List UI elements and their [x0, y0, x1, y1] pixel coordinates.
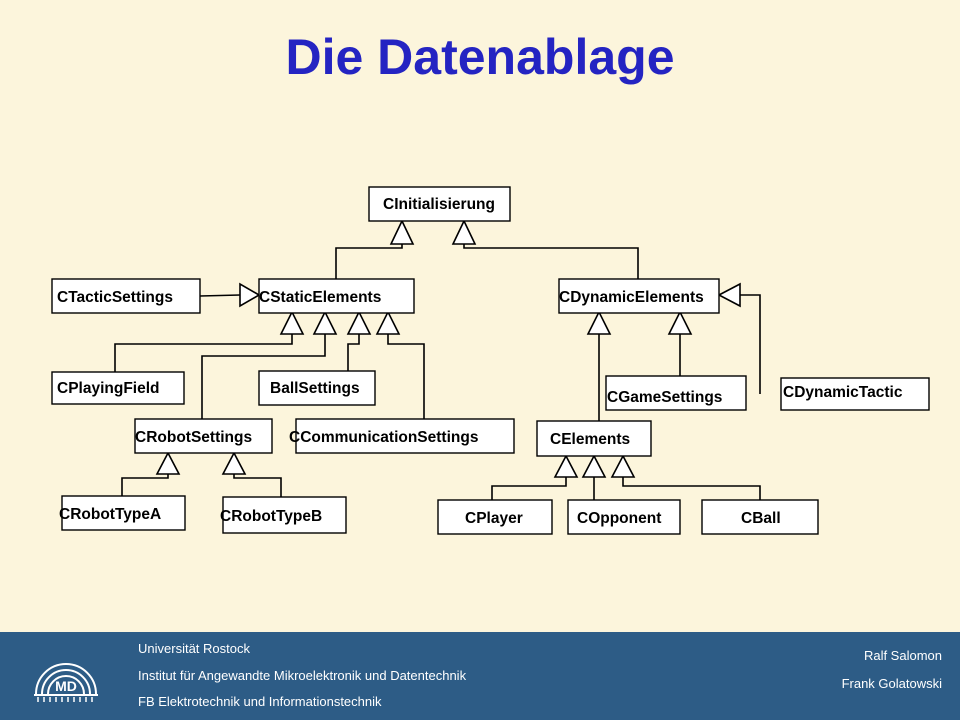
arrow-to-elements-3 [610, 454, 636, 478]
arrow-to-static-left [239, 282, 261, 308]
link-dyntactic-to-dynamic [740, 294, 761, 394]
link-ballsettings-to-static [347, 334, 360, 371]
class-celements: CElements [536, 420, 652, 457]
class-label: CGameSettings [607, 389, 722, 406]
university-logo: MD [34, 663, 98, 702]
class-cball: CBall [701, 499, 819, 535]
class-label: CStaticElements [259, 289, 381, 306]
arrow-to-static-3 [346, 310, 372, 335]
class-ballsettings: BallSettings [258, 370, 376, 406]
class-cdynamictactic: CDynamicTactic [780, 377, 930, 411]
class-copponent: COpponent [567, 499, 681, 535]
class-crobotsettings: CRobotSettings [134, 418, 273, 454]
class-label: CBall [741, 510, 781, 527]
class-label: CCommunicationSettings [289, 429, 478, 446]
logo-text: MD [55, 678, 77, 694]
link-typea-to-robot [121, 474, 169, 496]
arrow-to-dynamic-2 [667, 310, 693, 335]
class-cplayingfield: CPlayingField [51, 371, 185, 405]
inheritance-arrows [155, 219, 741, 478]
arrow-to-dynamic-1 [586, 310, 612, 335]
footer-author-2: Frank Golatowski [841, 676, 942, 691]
class-label: CDynamicTactic [783, 384, 903, 401]
slide-title: Die Datenablage [285, 29, 675, 85]
class-label: CRobotTypeB [220, 508, 322, 525]
footer-institution: Universität Rostock [138, 641, 250, 656]
class-label: CRobotSettings [135, 429, 252, 446]
class-cplayer: CPlayer [437, 499, 553, 535]
link-dynamic-to-init [463, 244, 639, 279]
class-label: CPlayer [465, 510, 523, 527]
class-diagram: CInitialisierung CTacticSettings CStatic… [51, 186, 930, 535]
footer-author-1: Ralf Salomon [863, 648, 942, 663]
class-label: CElements [550, 431, 630, 448]
arrow-to-static-4 [375, 310, 401, 335]
class-label: COpponent [577, 510, 661, 527]
class-label: BallSettings [270, 380, 360, 397]
class-cgamesettings: CGameSettings [605, 375, 747, 411]
arrow-to-static-2 [312, 310, 338, 335]
link-player-to-elements [491, 477, 567, 500]
link-typeb-to-robot [233, 474, 282, 497]
class-ccommunicationsettings: CCommunicationSettings [289, 418, 515, 454]
inheritance-links [114, 244, 761, 500]
footer-bar: MD Universität Rostock Institut für Ange… [0, 632, 960, 720]
class-crobottypeb: CRobotTypeB [220, 496, 347, 534]
class-cdynamicelements: CDynamicElements [558, 278, 720, 314]
class-label: CPlayingField [57, 380, 160, 397]
class-ctacticsettings: CTacticSettings [51, 278, 201, 314]
class-cinitialisierung: CInitialisierung [368, 186, 511, 222]
arrow-to-init-right [451, 219, 477, 245]
class-boxes: CInitialisierung CTacticSettings CStatic… [51, 186, 930, 535]
class-label: CTacticSettings [57, 289, 173, 306]
arrow-to-elements-1 [553, 454, 579, 478]
class-label: CRobotTypeA [59, 506, 161, 523]
footer-institute: Institut für Angewandte Mikroelektronik … [138, 668, 467, 683]
class-crobottypea: CRobotTypeA [59, 495, 186, 531]
arrow-to-dynamic-right [717, 282, 741, 308]
arrow-to-robot-right [221, 451, 247, 475]
class-cstaticelements: CStaticElements [258, 278, 415, 314]
arrow-to-init-left [389, 219, 415, 245]
class-label: CDynamicElements [559, 289, 704, 306]
link-comm-to-static [387, 334, 425, 419]
link-playingfield-to-static [114, 334, 293, 372]
link-tactic-to-static [199, 294, 241, 297]
arrow-to-elements-2 [581, 454, 607, 478]
arrow-to-robot-left [155, 451, 181, 475]
footer-faculty: FB Elektrotechnik und Informationstechni… [138, 694, 382, 709]
link-robotsettings-to-static [201, 334, 326, 419]
link-ball-to-elements [622, 477, 761, 500]
arrow-to-static-1 [279, 310, 305, 335]
link-static-to-init [335, 244, 403, 279]
class-label: CInitialisierung [383, 196, 495, 213]
